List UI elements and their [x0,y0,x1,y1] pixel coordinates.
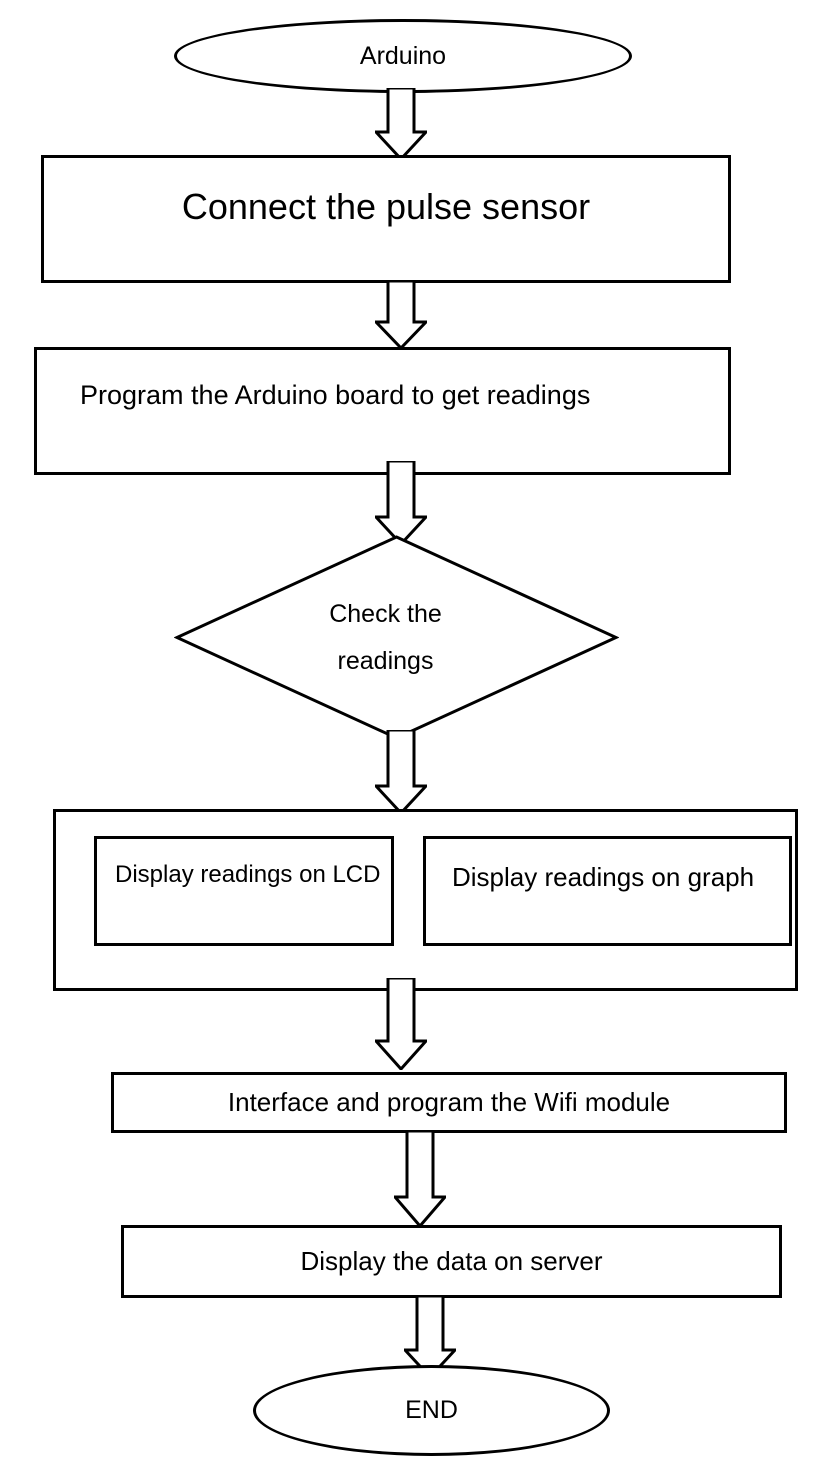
node-display-data-server-label: Display the data on server [300,1245,603,1276]
node-display-data-server[interactable]: Display the data on server [121,1225,782,1298]
node-connect-pulse-sensor[interactable]: Connect the pulse sensor [41,155,731,283]
node-check-readings-label: Check the readings [329,600,442,675]
arrow-check-readings-to-display-group [375,730,427,814]
node-connect-pulse-sensor-label: Connect the pulse sensor [181,185,591,227]
node-display-readings-graph[interactable]: Display readings on graph [423,836,792,946]
arrow-start-to-connect-sensor [375,88,427,160]
node-start-arduino[interactable]: Arduino [174,19,632,93]
node-wifi-module-label: Interface and program the Wifi module [227,1086,671,1117]
arrow-display-server-to-end [404,1296,456,1378]
arrow-program-board-to-check-readings [375,461,427,545]
arrow-wifi-module-to-display-server [394,1131,446,1227]
node-check-readings-label-wrap: Check the readings [174,534,619,741]
arrow-connect-sensor-to-program-board [375,281,427,349]
arrow-display-group-to-wifi-module [375,978,427,1070]
node-display-readings-lcd-label: Display readings on LCD [115,861,381,888]
node-program-arduino-board-label: Program the Arduino board to get reading… [65,380,591,410]
node-program-arduino-board[interactable]: Program the Arduino board to get reading… [34,347,731,475]
node-display-readings-lcd[interactable]: Display readings on LCD [94,836,394,946]
node-start-arduino-label: Arduino [359,41,447,70]
node-end[interactable]: END [253,1365,610,1456]
node-wifi-module[interactable]: Interface and program the Wifi module [111,1072,787,1133]
node-end-label: END [405,1396,458,1425]
node-display-readings-graph-label: Display readings on graph [452,862,755,892]
node-check-readings[interactable]: Check the readings [174,534,619,741]
